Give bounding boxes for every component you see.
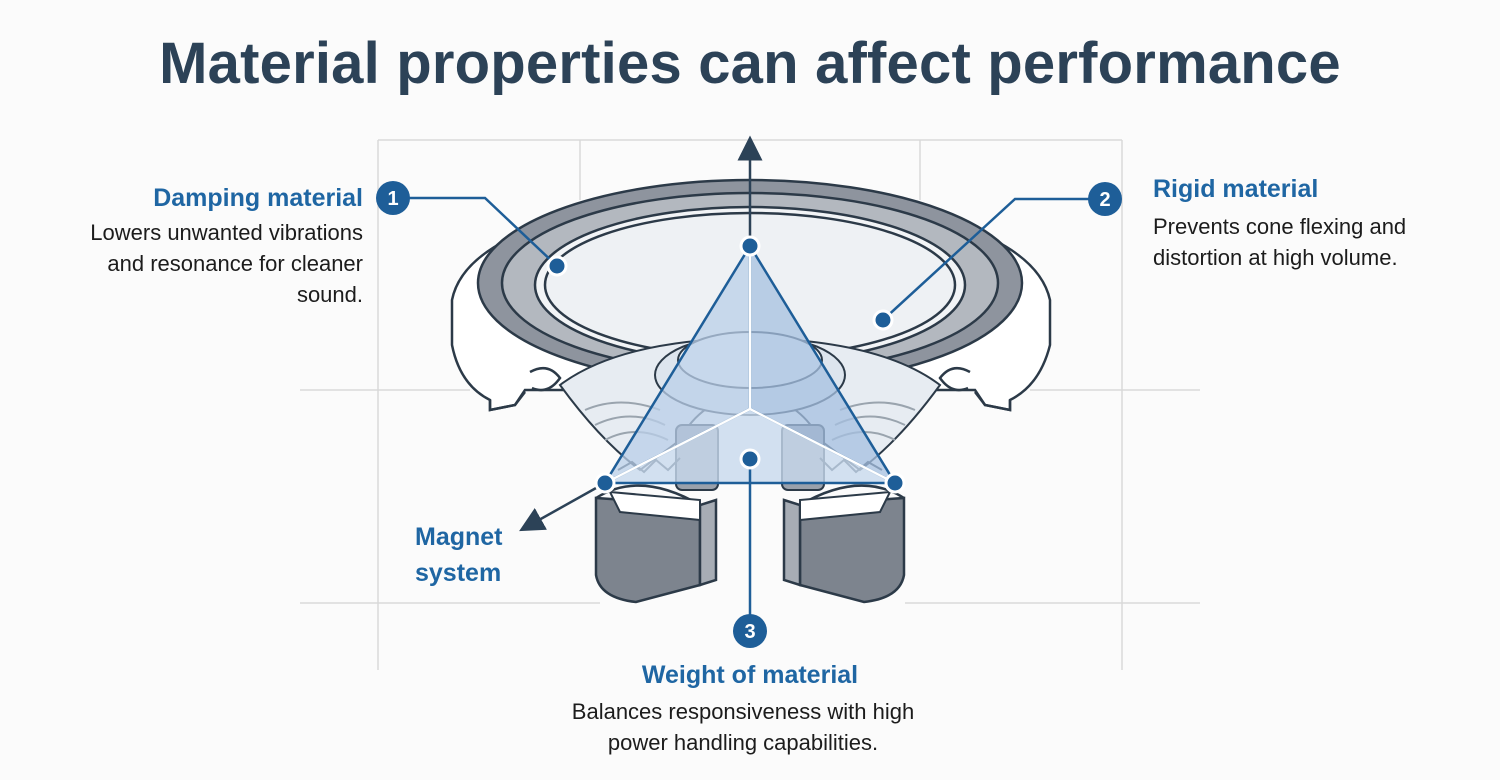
triangle-right-node (884, 472, 906, 494)
leader-lines (393, 196, 1105, 631)
triangle-left-node (594, 472, 616, 494)
svg-text:3: 3 (744, 621, 755, 643)
badge-3: 3 (733, 614, 767, 648)
svg-text:2: 2 (1099, 189, 1110, 211)
label-line: system (415, 559, 502, 587)
description-line: power handling capabilities. (607, 730, 879, 755)
magnet-axis-arrow (519, 481, 606, 532)
node-dots (546, 235, 906, 494)
description-line: Balances responsiveness with high (571, 699, 915, 724)
performance-triangle (601, 241, 899, 487)
diagram-title: Material properties can affect performan… (159, 31, 1341, 96)
background-grid (300, 139, 1200, 670)
description-line: distortion at high volume. (1153, 245, 1398, 270)
badge-2: 2 (1088, 182, 1122, 216)
magnet-system-label: Magnet system (415, 519, 503, 591)
label-line: Magnet (415, 523, 503, 551)
description-line: Lowers unwanted vibrations (90, 220, 363, 245)
damping-node (546, 255, 568, 277)
weight-node (739, 448, 761, 470)
damping-material-title: Damping material (153, 184, 363, 212)
damping-material-description: Lowers unwanted vibrations and resonance… (90, 217, 363, 310)
triangle-top-node (739, 235, 761, 257)
rigid-node (872, 309, 894, 331)
description-line: Prevents cone flexing and (1153, 214, 1407, 239)
weight-of-material-title: Weight of material (641, 661, 859, 689)
description-line: sound. (296, 282, 363, 307)
rigid-material-title: Rigid material (1153, 175, 1319, 203)
badge-1: 1 (376, 181, 410, 215)
weight-of-material-description: Balances responsiveness with high power … (0, 696, 1486, 758)
rigid-material-description: Prevents cone flexing and distortion at … (1153, 211, 1406, 273)
description-line: and resonance for cleaner (107, 251, 363, 276)
svg-text:1: 1 (387, 188, 398, 210)
